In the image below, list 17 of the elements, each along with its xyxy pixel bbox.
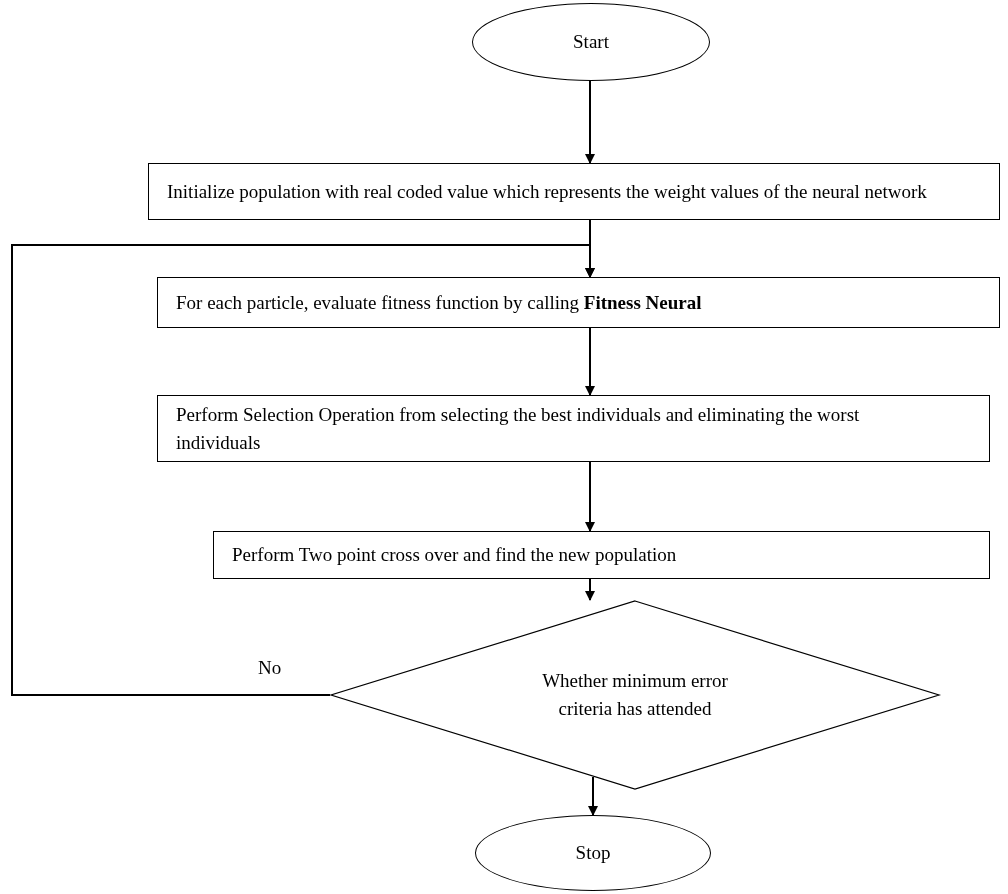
process-box [157,395,990,462]
node-text: Perform Two point cross over and find the new population [232,543,677,568]
arrow [11,244,595,696]
node-text: Perform Selection Operation from selecting the best individuals and eliminating the worst individuals [176,402,861,455]
node-text: Whether minimum error criteria has attended [541,669,729,721]
process-box [148,163,1000,220]
node-text: Start [573,30,609,55]
node-text: Stop [575,841,611,866]
arrow [585,461,595,532]
arrow [585,80,595,164]
arrow [585,578,595,601]
node-text: For each particle, evaluate fitness function by calling Fitness Neural [176,290,702,315]
node-text: Initialize population with real coded value which represents the weight values of the neural network [167,179,928,204]
process-box [213,531,990,579]
arrow [585,327,595,396]
arrow [588,775,598,816]
process-box [157,277,1000,328]
